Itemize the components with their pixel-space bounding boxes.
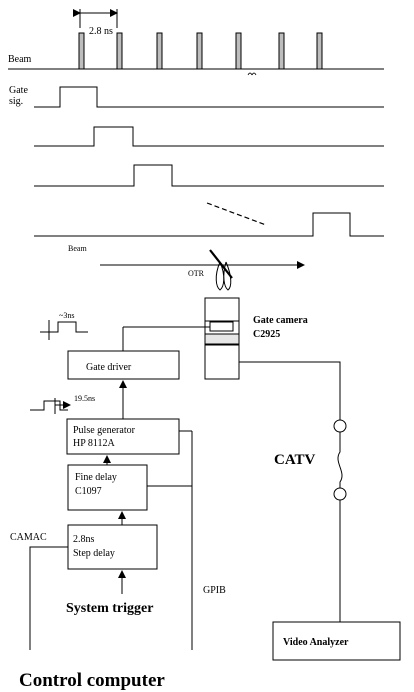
break-mark (247, 72, 257, 76)
catv-cable (337, 432, 343, 488)
experimental-setup: Beam OTR Gate camera C2925 ~3ns Gate dri… (10, 244, 401, 691)
catv-label: CATV (274, 452, 316, 468)
beam-pulse (316, 32, 323, 70)
step-delay-label: 2.8ns (73, 534, 95, 545)
pulse-generator-model: HP 8112A (73, 438, 116, 449)
shifted-gate-n (34, 212, 384, 237)
fine-delay-label: Fine delay (75, 472, 117, 483)
gate-label-line2: sig. (9, 96, 23, 107)
video-analyzer-box (272, 621, 401, 661)
system-trigger-label: System trigger (66, 601, 153, 616)
gate-width-pulse (40, 321, 88, 333)
pulse-generator-box (66, 418, 180, 455)
video-analyzer-label: Video Analyzer (283, 637, 349, 648)
beam-pulse (78, 32, 85, 70)
beam-pulse (235, 32, 242, 70)
gate-camera-label: Gate camera (253, 315, 308, 326)
gate-camera-model: C2925 (253, 329, 280, 340)
gate-signal: Gate sig. (9, 85, 384, 108)
beam-pulse-train: Beam (8, 32, 384, 76)
shifted-gate-2 (34, 164, 384, 187)
pulse-period-dimension: 2.8 ns (73, 9, 118, 37)
fine-delay-model: C1097 (75, 486, 102, 497)
camac-line (29, 546, 68, 650)
delay-pulse (30, 400, 68, 411)
catv-cable (239, 361, 341, 420)
beam-pulse (156, 32, 163, 70)
pulse-period-label: 2.8 ns (89, 26, 113, 37)
step-delay-box (67, 524, 158, 570)
otr-label: OTR (188, 269, 205, 278)
gate-camera (204, 297, 240, 380)
gate-label-line1: Gate (9, 85, 28, 96)
step-delay-name: Step delay (73, 548, 115, 559)
beam-pulse (196, 32, 203, 70)
gate-driver-label: Gate driver (86, 362, 132, 373)
beam-line-label: Beam (68, 244, 87, 253)
catv-connector (333, 487, 347, 501)
delay-label: 19.5ns (74, 394, 95, 403)
control-computer-label: Control computer (19, 670, 165, 691)
pulse-generator-label: Pulse generator (73, 425, 136, 436)
otr-light-cone (215, 261, 232, 291)
timing-diagram: 2.8 ns Beam Gate sig. (8, 9, 384, 237)
gate-driver-box (67, 350, 180, 380)
gate-width-label: ~3ns (59, 311, 74, 320)
catv-connector (333, 419, 347, 433)
camac-label: CAMAC (10, 532, 47, 543)
fine-delay-box (67, 464, 148, 511)
gpib-label: GPIB (203, 585, 226, 596)
beam-pulse (116, 32, 123, 70)
continuation-dashes (206, 202, 267, 226)
beam-pulse (278, 32, 285, 70)
beam-label: Beam (8, 54, 32, 65)
shifted-gate-1 (34, 126, 384, 147)
